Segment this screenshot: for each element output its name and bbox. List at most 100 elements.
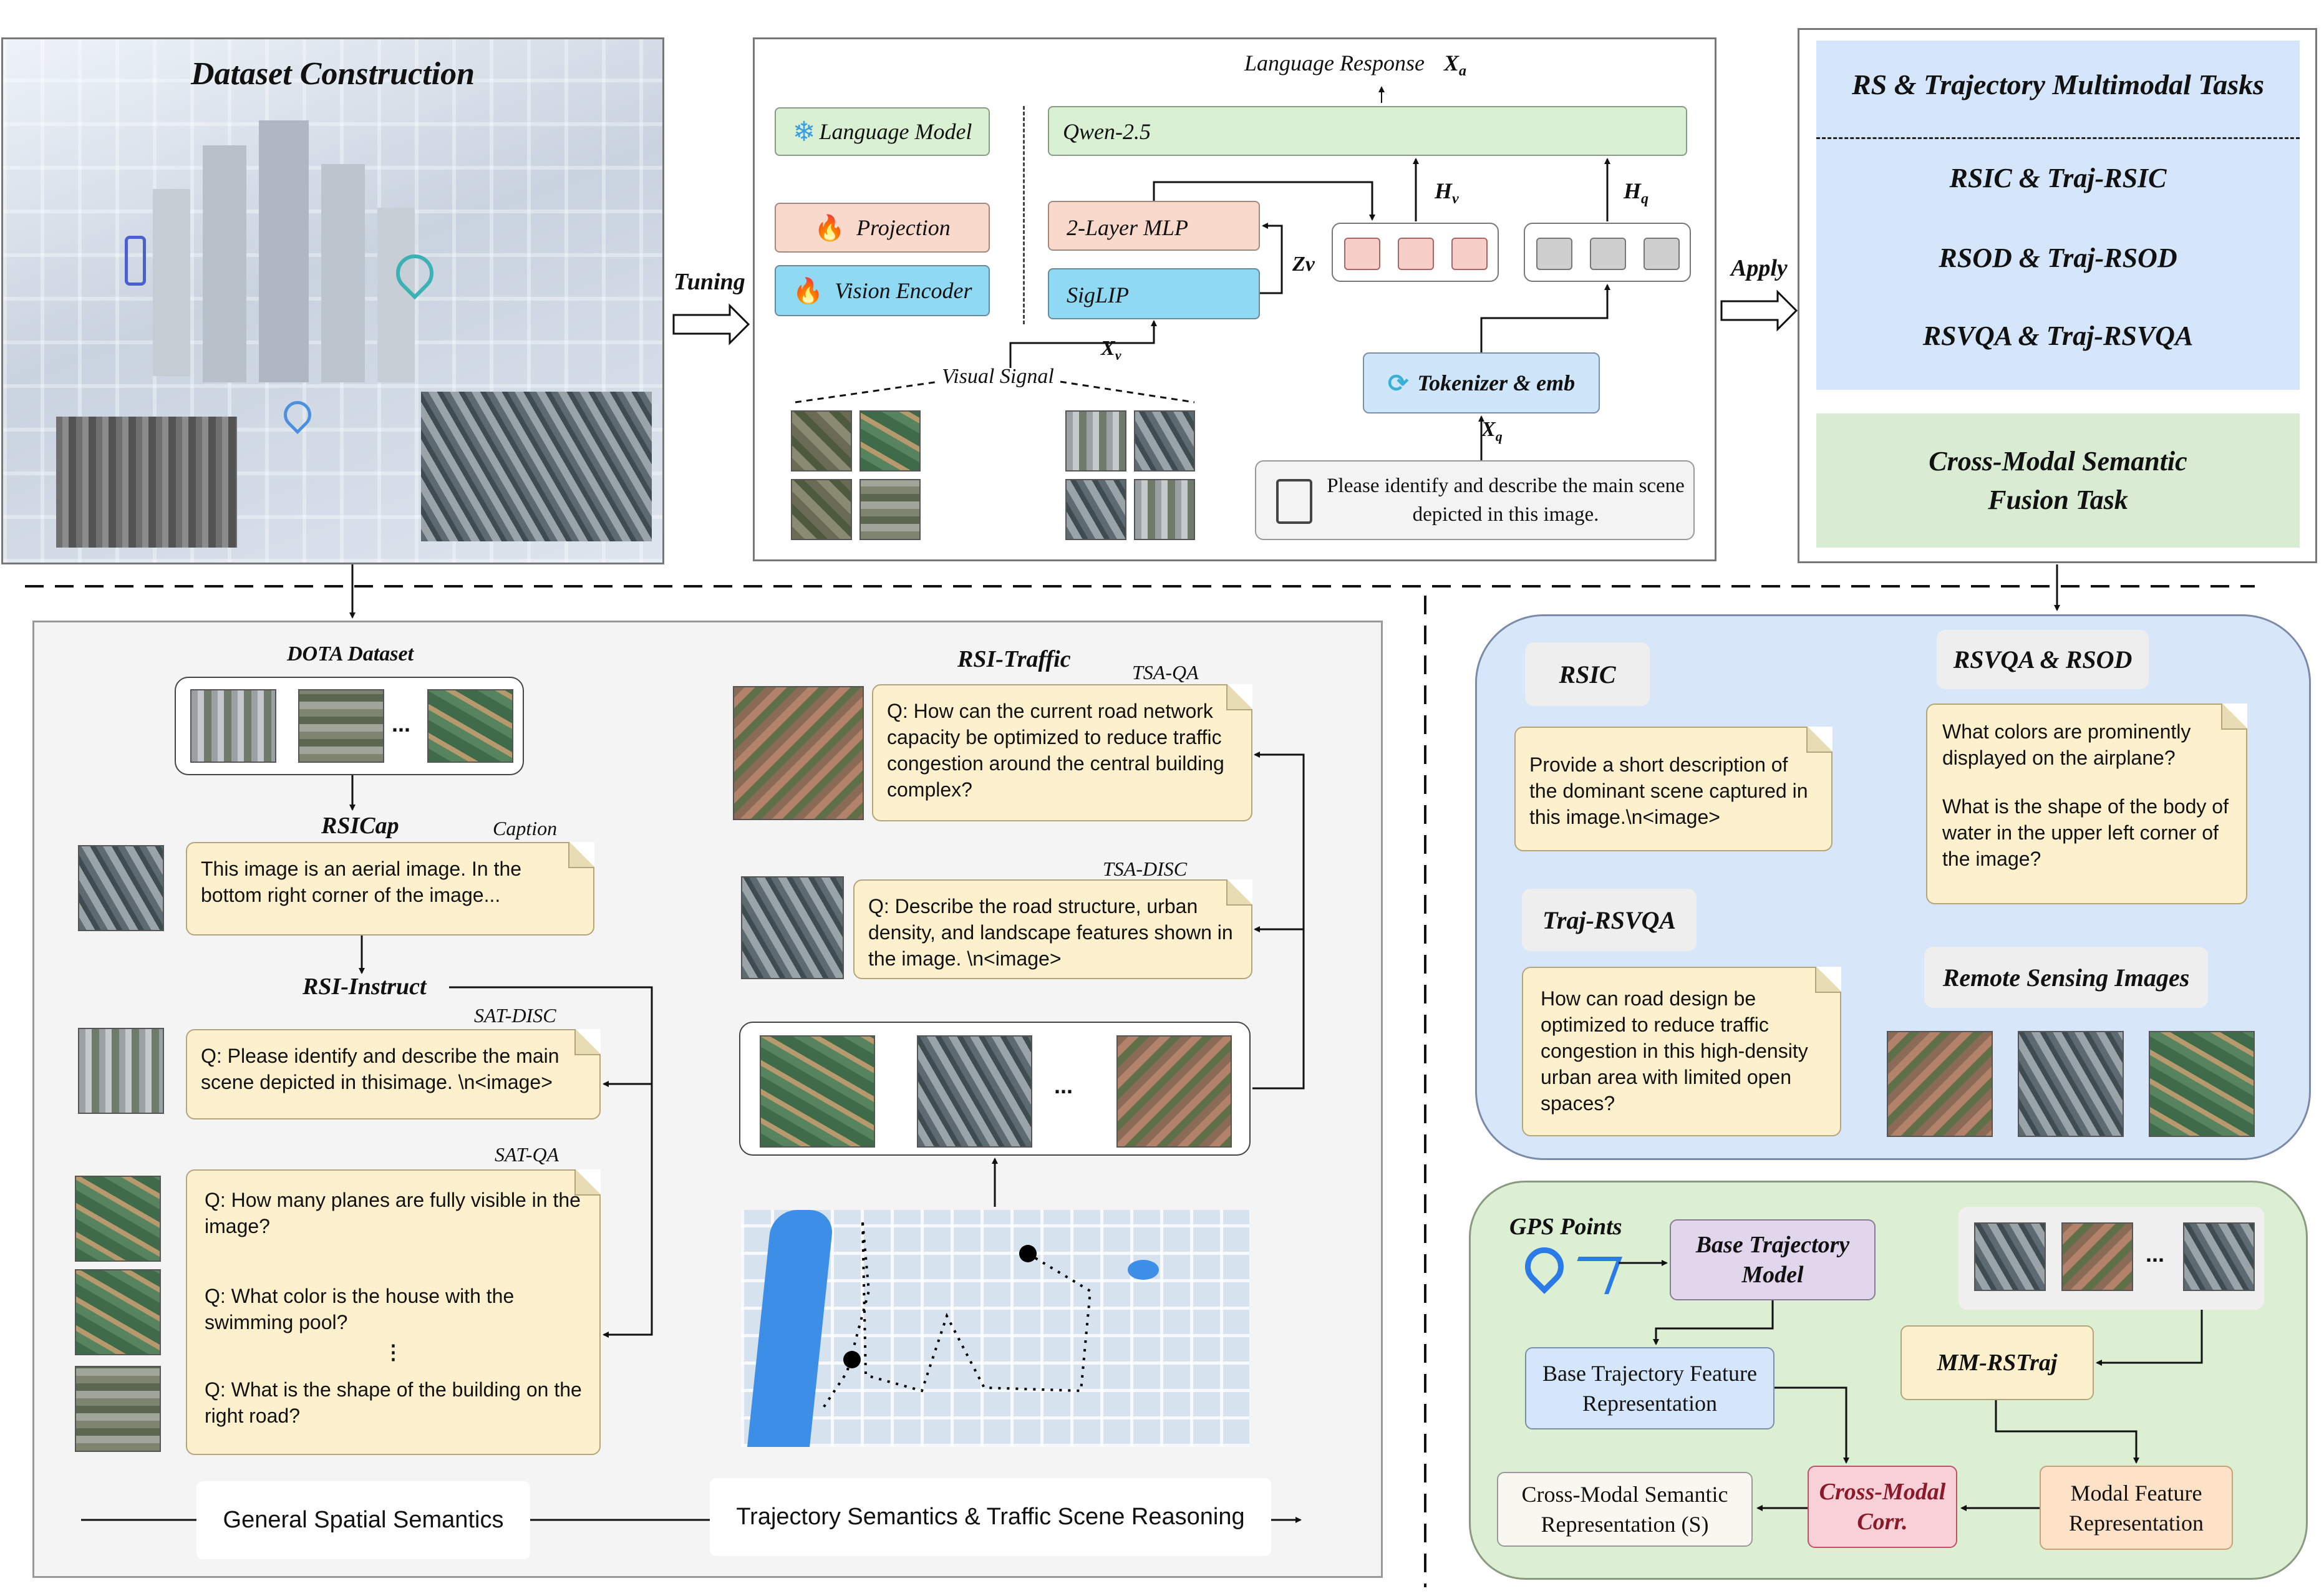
- prompt-text: Please identify and describe the main sc…: [1327, 475, 1685, 526]
- language-model-legend: ❄ Language Model: [775, 107, 990, 156]
- general-spatial-semantics-box: General Spatial Semantics: [196, 1481, 530, 1559]
- input-image-tile: [859, 479, 921, 540]
- caption-label: Caption: [493, 817, 558, 839]
- rsic-tag: RSIC: [1525, 642, 1650, 706]
- rsvqa-note: What colors are prominently displayed on…: [1926, 704, 2247, 904]
- siglip-block: SigLIP: [1048, 268, 1260, 319]
- tasks-title: RS & Trajectory Multimodal Tasks: [1851, 68, 2265, 100]
- remote-sensing-image: [2149, 1031, 2255, 1137]
- visual-signal-label: Visual Signal: [942, 365, 1054, 389]
- fire-icon: 🔥: [792, 276, 824, 305]
- input-image-tile: [791, 410, 852, 472]
- tsa-disc-note: Q: Describe the road structure, urban de…: [853, 879, 1252, 979]
- input-image-tile: [859, 410, 921, 472]
- mm-image: [2183, 1222, 2255, 1291]
- xq-label: Xq: [1481, 418, 1503, 444]
- mm-image: [2061, 1222, 2133, 1291]
- mm-ellipsis: ...: [2146, 1241, 2165, 1267]
- tuning-label: Tuning: [674, 269, 745, 295]
- input-image-tile: [791, 479, 852, 540]
- rsvqa-rsod-tag: RSVQA & RSOD: [1937, 630, 2149, 689]
- qa-question-2: Q: What color is the house with the swim…: [205, 1285, 515, 1333]
- dota-image: [298, 689, 384, 763]
- qwen-block: Qwen-2.5: [1048, 106, 1687, 156]
- cross-modal-corr: Cross-Modal Corr.: [1808, 1466, 1957, 1548]
- trajectory-path: [821, 1222, 1092, 1411]
- trajectory-image: [760, 1035, 875, 1148]
- vision-encoder-legend: 🔥 Vision Encoder: [775, 265, 990, 316]
- visual-token: [1451, 238, 1488, 270]
- mm-rstraj: MM-RSTraj: [1900, 1325, 2094, 1400]
- fusion-task-box: Cross-Modal Semantic Fusion Task: [1816, 414, 2300, 548]
- text-token: [1536, 238, 1572, 270]
- sat-qa-image: [75, 1366, 161, 1452]
- sat-disc-label: SAT-DISC: [474, 1004, 556, 1027]
- rsic-note: Provide a short description of the domin…: [1514, 727, 1833, 851]
- cross-modal-semantic-representation: Cross-Modal Semantic Representation (S): [1497, 1472, 1753, 1547]
- hq-label: Hq: [1624, 178, 1649, 208]
- input-image-tile: [1065, 410, 1126, 472]
- snowflake-icon: ❄: [792, 116, 816, 147]
- hv-label: Hv: [1435, 178, 1459, 208]
- rsvqa-question-2: What is the shape of the body of water i…: [1942, 795, 2229, 870]
- dota-image: [190, 689, 276, 763]
- qa-question-1: Q: How many planes are fully visible in …: [205, 1189, 581, 1237]
- trajectory-map: [741, 1210, 1249, 1447]
- dota-ellipsis: ...: [392, 711, 411, 737]
- visual-token: [1398, 238, 1434, 270]
- color-aerial-image: [421, 392, 652, 541]
- tasks-box: [1816, 41, 2300, 390]
- sat-qa-image: [75, 1176, 161, 1262]
- remote-sensing-image: [2018, 1031, 2124, 1137]
- modal-feature-representation: Modal Feature Representation: [2040, 1466, 2233, 1550]
- mlp-block: 2-Layer MLP: [1048, 201, 1260, 251]
- gps-points-label: GPS Points: [1509, 1214, 1622, 1240]
- zv-label: Zv: [1292, 253, 1315, 276]
- rsicap-label: RSICap: [321, 813, 399, 839]
- visual-token: [1344, 238, 1380, 270]
- qa-vdots: ⋮: [383, 1341, 404, 1363]
- rsi-traffic-label: RSI-Traffic: [957, 646, 1071, 672]
- trajectory-image: [1116, 1035, 1232, 1148]
- tasks-divider: [1816, 137, 2300, 139]
- city-skyline: [128, 120, 452, 382]
- input-image-tile: [1065, 479, 1126, 540]
- grayscale-aerial-image: [56, 417, 237, 548]
- dataset-construction-panel: Dataset Construction: [1, 37, 664, 564]
- rsi-instruct-label: RSI-Instruct: [303, 974, 427, 1000]
- legend-divider: [1023, 106, 1025, 324]
- input-image-tile: [1134, 410, 1195, 472]
- task-item-rsvqa: RSVQA & Traj-RSVQA: [1922, 320, 2194, 351]
- tsa-qa-note: Q: How can the current road network capa…: [872, 684, 1252, 821]
- traj-rsvqa-note: How can road design be optimized to redu…: [1522, 967, 1841, 1136]
- text-token: [1644, 238, 1680, 270]
- sat-disc-image: [78, 1028, 164, 1114]
- trajectory-ellipsis: ...: [1054, 1073, 1073, 1098]
- tsa-qa-label: TSA-QA: [1132, 661, 1199, 684]
- input-image-tile: [1134, 479, 1195, 540]
- qa-question-3: Q: What is the shape of the building on …: [205, 1378, 582, 1427]
- dataset-construction-title: Dataset Construction: [190, 56, 475, 92]
- rs-images-tag: Remote Sensing Images: [1924, 947, 2208, 1008]
- visual-token-group: [1332, 223, 1499, 282]
- fire-icon: 🔥: [814, 213, 846, 242]
- dota-label: DOTA Dataset: [287, 642, 414, 665]
- caption-note: This image is an aerial image. In the bo…: [186, 842, 594, 936]
- refresh-icon: ⟳: [1387, 369, 1409, 397]
- remote-sensing-image: [1887, 1031, 1993, 1137]
- base-trajectory-model: Base Trajectory Model: [1670, 1219, 1876, 1300]
- lake: [1128, 1260, 1159, 1280]
- projection-legend: 🔥 Projection: [775, 203, 990, 253]
- rsvqa-question-1: What colors are prominently displayed on…: [1942, 720, 2191, 769]
- tsa-disc-image: [741, 876, 844, 979]
- sat-qa-label: SAT-QA: [495, 1143, 559, 1166]
- text-token-group: [1524, 223, 1691, 282]
- sat-disc-note: Q: Please identify and describe the main…: [186, 1029, 601, 1120]
- mm-image: [1974, 1222, 2046, 1291]
- language-response-label: Language Response Xa: [1244, 51, 1466, 80]
- task-item-rsic: RSIC & Traj-RSIC: [1949, 162, 2167, 193]
- dota-image: [427, 689, 513, 763]
- traffic-light-icon: [125, 236, 146, 286]
- tsa-disc-label: TSA-DISC: [1103, 858, 1188, 880]
